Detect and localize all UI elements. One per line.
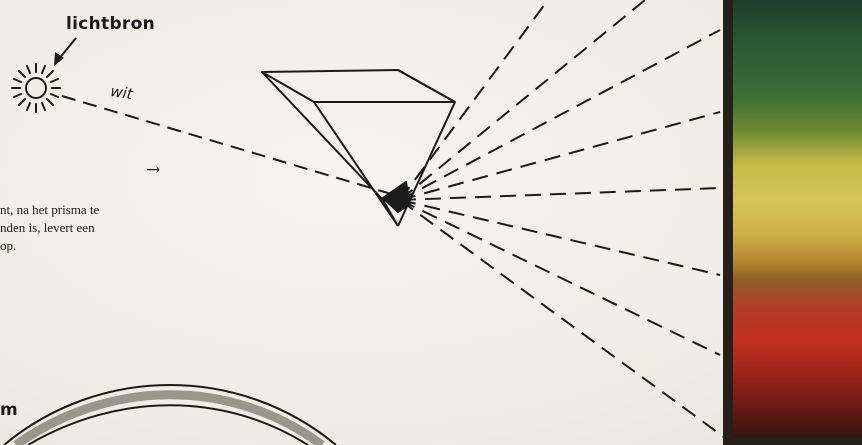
sun-icon xyxy=(12,64,60,112)
white-ray-label: wit xyxy=(109,82,134,103)
white-light-ray xyxy=(62,96,398,196)
light-source-label: lichtbron xyxy=(66,14,155,34)
caption-line: nt, na het prisma te xyxy=(0,202,99,218)
pointer-arrow xyxy=(54,38,76,66)
dispersed-rays xyxy=(400,0,728,440)
cropped-label-fragment: m xyxy=(0,400,18,420)
prism-icon xyxy=(262,70,455,226)
direction-arrow: → xyxy=(146,160,160,180)
lens-arcs xyxy=(4,385,336,445)
caption-line: op. xyxy=(0,238,16,254)
caption-line: nden is, levert een xyxy=(0,220,95,236)
